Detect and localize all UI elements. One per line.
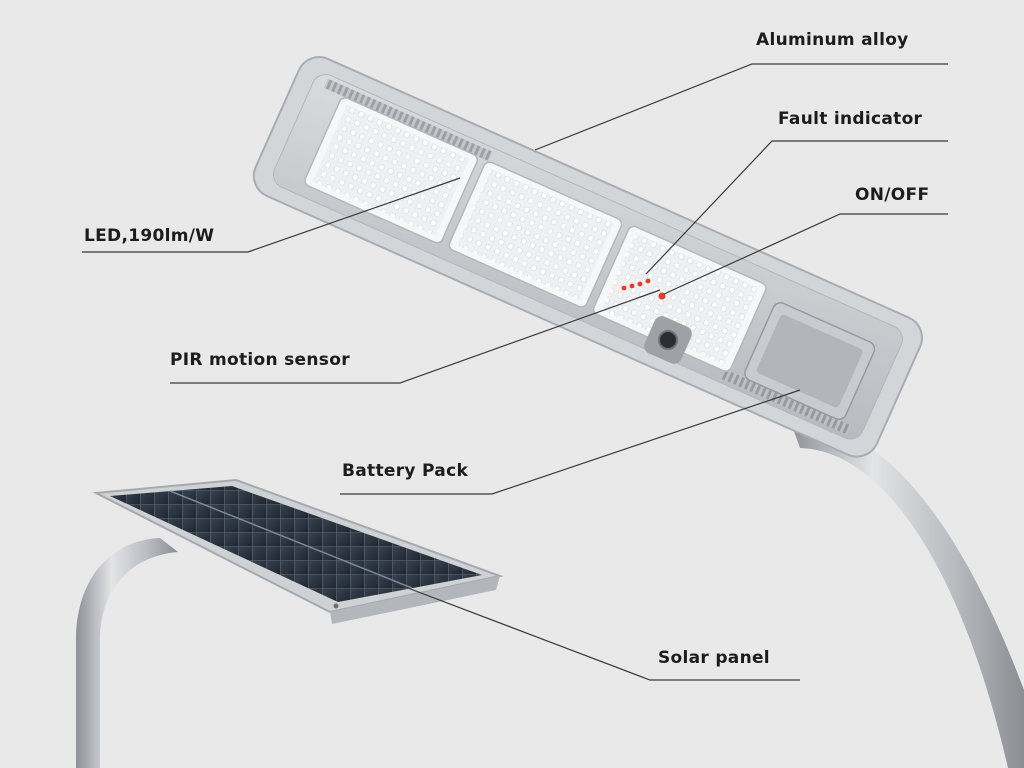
fault-indicator-lights — [621, 278, 651, 291]
leader-fault — [645, 140, 948, 275]
label-aluminum-alloy: Aluminum alloy — [756, 30, 909, 50]
lamp-pole — [790, 420, 1024, 768]
lamp-housing — [252, 56, 923, 458]
solar-pole — [76, 538, 178, 768]
callout-lines — [82, 63, 948, 681]
leader-onoff — [663, 213, 948, 295]
label-fault-indicator: Fault indicator — [778, 109, 923, 129]
leader-aluminum — [534, 63, 948, 151]
leader-led — [82, 177, 461, 253]
solar-panel — [92, 478, 504, 624]
label-battery-pack: Battery Pack — [342, 461, 469, 481]
label-pir-sensor: PIR motion sensor — [170, 350, 350, 370]
leader-pir — [170, 289, 661, 384]
led-module — [448, 161, 623, 308]
label-solar-panel: Solar panel — [658, 648, 770, 668]
label-on-off: ON/OFF — [855, 185, 930, 205]
led-module — [304, 97, 478, 244]
on-off-switch — [658, 292, 666, 300]
leader-battery — [340, 389, 801, 495]
label-led: LED,190lm/W — [84, 226, 215, 246]
pir-sensor — [644, 316, 692, 364]
leader-solar — [391, 581, 800, 681]
